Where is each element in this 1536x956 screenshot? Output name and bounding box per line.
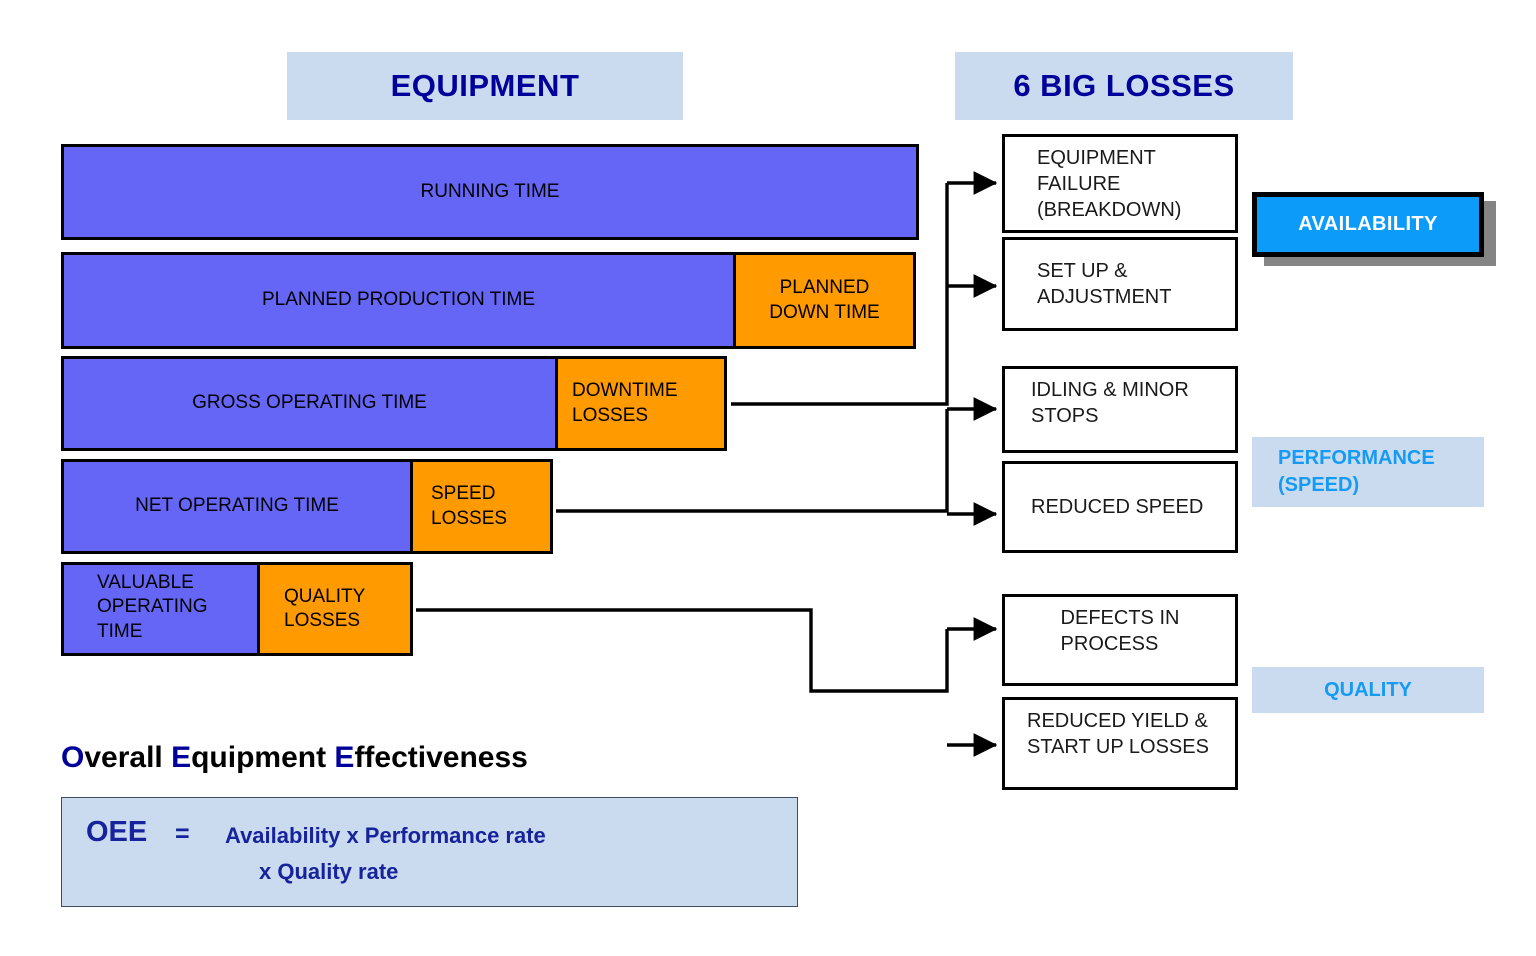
header-equipment: EQUIPMENT xyxy=(287,52,683,120)
loss-box-reduced-yield[interactable]: REDUCED YIELD & START UP LOSSES xyxy=(1002,697,1238,790)
segment-quality-losses: QUALITY LOSSES xyxy=(257,562,413,656)
oee-title: Overall Equipment Effectiveness xyxy=(61,741,528,775)
loss-box-reduced-yield-label: REDUCED YIELD & START UP LOSSES xyxy=(1027,710,1209,758)
segment-planned-production-time: PLANNED PRODUCTION TIME xyxy=(61,252,736,349)
header-six-big-losses-label: 6 BIG LOSSES xyxy=(1013,68,1235,103)
quality-badge-label: QUALITY xyxy=(1324,678,1412,701)
oee-title-cap-e1: E xyxy=(171,741,192,774)
segment-planned-production-time-label: PLANNED PRODUCTION TIME xyxy=(261,289,536,311)
header-six-big-losses: 6 BIG LOSSES xyxy=(955,52,1293,120)
loss-box-defects-in-process-label: DEFECTS IN PROCESS xyxy=(1060,607,1180,655)
loss-box-reduced-speed[interactable]: REDUCED SPEED xyxy=(1002,461,1238,553)
header-equipment-label: EQUIPMENT xyxy=(390,68,580,103)
segment-quality-losses-label: QUALITY LOSSES xyxy=(284,585,366,631)
loss-box-equipment-failure-label: EQUIPMENT FAILURE (BREAKDOWN) xyxy=(1037,147,1182,221)
bar-planned-production: PLANNED PRODUCTION TIME PLANNED DOWN TIM… xyxy=(61,252,916,349)
oee-title-cap-e2: E xyxy=(334,741,355,774)
oee-formula-line-1: Availability x Performance rate xyxy=(225,823,546,848)
oee-title-rest-equipment: quipment xyxy=(191,741,335,774)
segment-planned-down-time-label: PLANNED DOWN TIME xyxy=(769,277,880,323)
bar-valuable-operating: VALUABLE OPERATING TIME QUALITY LOSSES xyxy=(61,562,413,656)
segment-net-operating-time-label: NET OPERATING TIME xyxy=(135,495,339,517)
segment-running-time: RUNNING TIME xyxy=(61,144,919,240)
oee-title-part-2: Equipment xyxy=(171,741,334,774)
performance-badge[interactable]: PERFORMANCE (SPEED) xyxy=(1252,437,1484,507)
oee-title-rest-overall: verall xyxy=(84,741,172,774)
loss-box-reduced-speed-label: REDUCED SPEED xyxy=(1031,496,1204,518)
oee-equals-sign: = xyxy=(175,820,190,848)
bar-running-time: RUNNING TIME xyxy=(61,144,919,240)
segment-net-operating-time: NET OPERATING TIME xyxy=(61,459,413,554)
oee-formula-box: OEE = Availability x Performance rate x … xyxy=(61,797,798,907)
oee-title-rest-effectiveness: ffectiveness xyxy=(354,741,528,774)
oee-title-cap-o: O xyxy=(61,741,85,774)
segment-planned-down-time: PLANNED DOWN TIME xyxy=(733,252,916,349)
loss-box-set-up-adjustment-label: SET UP & ADJUSTMENT xyxy=(1037,260,1172,308)
oee-formula-line-2: x Quality rate xyxy=(259,859,399,884)
segment-valuable-operating-time-label: VALUABLE OPERATING TIME xyxy=(97,572,208,642)
segment-running-time-label: RUNNING TIME xyxy=(420,180,560,202)
performance-badge-label: PERFORMANCE (SPEED) xyxy=(1278,447,1435,496)
segment-speed-losses-label: SPEED LOSSES xyxy=(431,483,508,529)
loss-box-equipment-failure[interactable]: EQUIPMENT FAILURE (BREAKDOWN) xyxy=(1002,134,1238,233)
bar-net-operating: NET OPERATING TIME SPEED LOSSES xyxy=(61,459,553,554)
segment-valuable-operating-time: VALUABLE OPERATING TIME xyxy=(61,562,260,656)
segment-downtime-losses: DOWNTIME LOSSES xyxy=(555,356,727,451)
segment-speed-losses: SPEED LOSSES xyxy=(410,459,553,554)
availability-badge[interactable]: AVAILABILITY xyxy=(1252,192,1484,257)
quality-badge[interactable]: QUALITY xyxy=(1252,667,1484,713)
availability-badge-label: AVAILABILITY xyxy=(1298,213,1438,235)
loss-box-set-up-adjustment[interactable]: SET UP & ADJUSTMENT xyxy=(1002,237,1238,331)
segment-downtime-losses-label: DOWNTIME LOSSES xyxy=(572,380,678,426)
oee-title-part-3: Effectiveness xyxy=(334,741,527,774)
loss-box-idling-minor-stops-label: IDLING & MINOR STOPS xyxy=(1031,379,1189,427)
oee-abbrev: OEE xyxy=(86,816,148,848)
loss-box-defects-in-process[interactable]: DEFECTS IN PROCESS xyxy=(1002,594,1238,686)
connector-quality-to-trunk xyxy=(416,608,949,693)
segment-gross-operating-time-label: GROSS OPERATING TIME xyxy=(192,392,427,414)
loss-box-idling-minor-stops[interactable]: IDLING & MINOR STOPS xyxy=(1002,366,1238,453)
oee-title-part-1: Overall xyxy=(61,741,171,774)
bar-gross-operating: GROSS OPERATING TIME DOWNTIME LOSSES xyxy=(61,356,727,451)
segment-gross-operating-time: GROSS OPERATING TIME xyxy=(61,356,558,451)
